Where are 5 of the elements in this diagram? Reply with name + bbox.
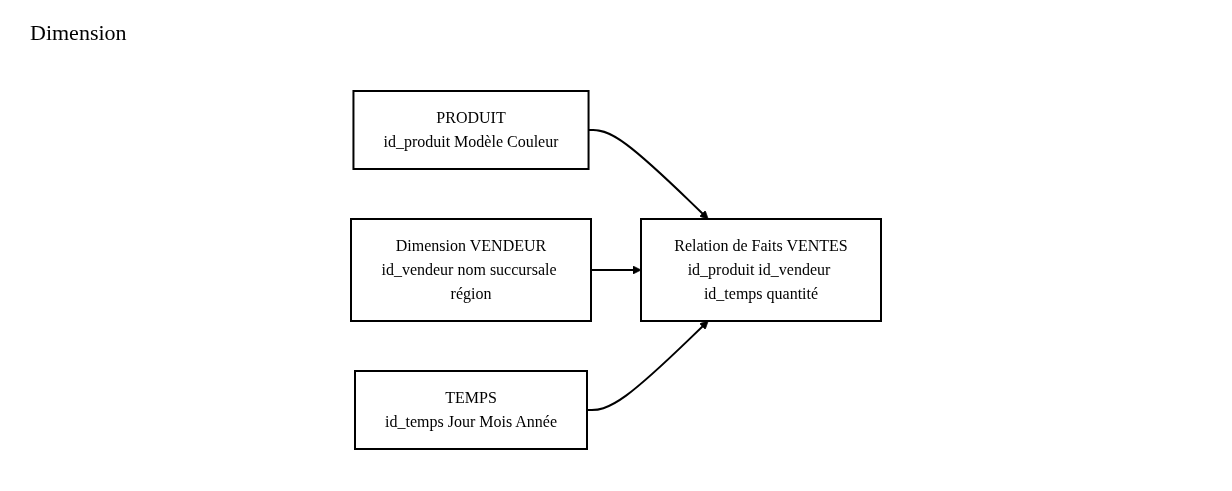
- node-box: TEMPS id_temps Jour Mois Année: [354, 370, 588, 450]
- node-box: PRODUIT id_produit Modèle Couleur: [352, 90, 590, 170]
- node-box: Relation de Faits VENTES id_produit id_vendeur id_temps quantité: [640, 218, 882, 322]
- note-text: Dimension: [30, 20, 127, 46]
- node-box: Dimension VENDEUR id_vendeur nom succursale région: [350, 218, 592, 322]
